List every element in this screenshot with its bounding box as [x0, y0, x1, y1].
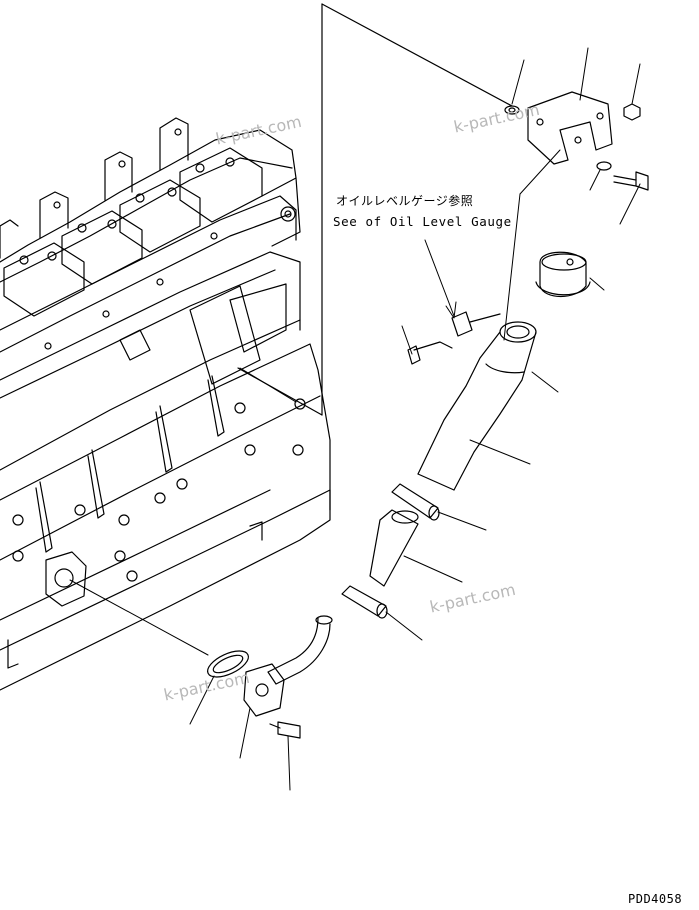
reference-note-japanese: オイルレベルゲージ参照 [336, 194, 474, 208]
leader-lines [69, 47, 641, 791]
reference-note-english: See of Oil Level Gauge [333, 214, 512, 229]
filler-tube-assembly [207, 91, 649, 739]
figure-code: PDD4058 [628, 892, 683, 906]
engine-block [0, 3, 513, 691]
